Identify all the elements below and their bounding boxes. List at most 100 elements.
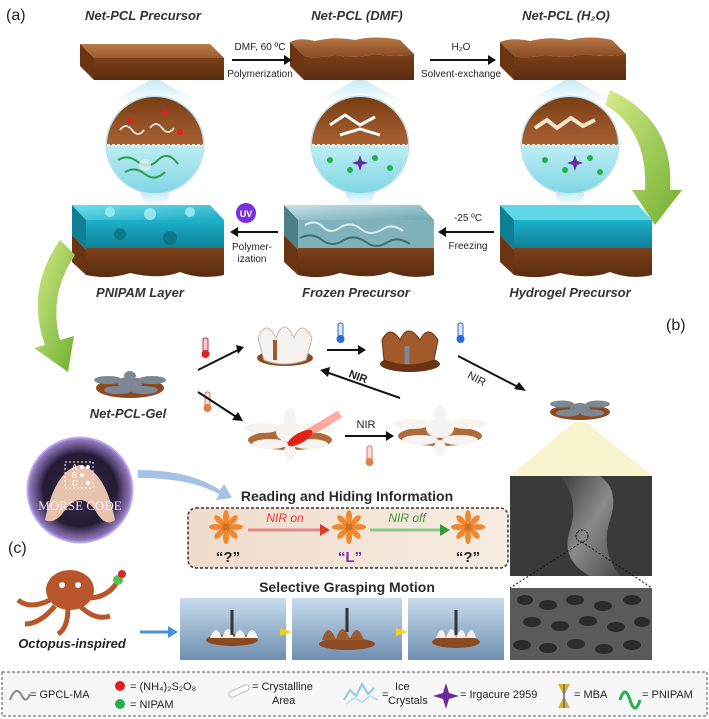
thermometer-warm-2-icon xyxy=(365,445,374,466)
nir-on-label: NIR on xyxy=(266,511,304,525)
arrow-nir-flat xyxy=(345,431,394,441)
arrow-nir-off xyxy=(370,524,450,536)
title-net-pcl-precursor: Net-PCL Precursor xyxy=(85,8,202,23)
crystalline-icon xyxy=(228,684,250,698)
legend-gpcl-ma: = GPCL-MA xyxy=(30,689,90,701)
legend-initiator: = (NH₄)₂S₂O₈ xyxy=(130,681,196,693)
pnipam-layer-block xyxy=(72,205,224,278)
arrow-to-nir xyxy=(197,391,243,421)
arrow-uv-polymerization xyxy=(230,227,278,237)
grasp-title: Selective Grasping Motion xyxy=(259,579,435,595)
sem-image-top xyxy=(510,476,652,576)
panel-label-a: (a) xyxy=(6,7,26,24)
zoom-beam-5 xyxy=(345,193,375,205)
arrow3-bottom-label: Freezing xyxy=(449,241,488,252)
legend-ice: Ice xyxy=(395,681,410,693)
thermometer-warm-icon xyxy=(203,391,212,412)
ice-icon xyxy=(343,681,379,705)
arrow1-bottom-label: Polymerization xyxy=(227,69,293,80)
grasp-frame-2 xyxy=(292,598,402,660)
closed-flower-2 xyxy=(380,330,440,372)
morse-code-image: A B C MORSE CODE xyxy=(26,436,134,544)
title-frozen-precursor: Frozen Precursor xyxy=(302,285,411,300)
closed-flower-1 xyxy=(257,326,313,366)
uv-label: UV xyxy=(240,209,253,219)
precursor-block xyxy=(80,44,224,80)
arrow-solvent-exchange xyxy=(430,55,496,65)
legend-crystalline-area: Area xyxy=(272,695,296,707)
arrow4-label-line2: ization xyxy=(238,254,267,265)
reading-title: Reading and Hiding Information xyxy=(241,488,453,504)
legend-nipam: = NIPAM xyxy=(130,699,174,711)
legend-pnipam: = PNIPAM xyxy=(642,689,693,701)
grasp-arrow-2 xyxy=(396,628,408,636)
legend-mba: = MBA xyxy=(574,689,608,701)
zoom-beam-6 xyxy=(555,193,585,205)
nir-label-right: NIR xyxy=(465,370,487,390)
arrow-cool xyxy=(327,345,366,355)
h2o-block xyxy=(500,37,626,80)
final-flower xyxy=(550,400,610,420)
morse-b: B xyxy=(72,471,77,480)
magnifier-h2o xyxy=(520,95,620,195)
arrow2-top-label: H₂O xyxy=(452,42,471,53)
grasp-frame-3 xyxy=(408,598,504,660)
zoom-beam-4 xyxy=(140,193,170,205)
arrow-nir-return xyxy=(320,367,401,399)
arrow-nir-to-final xyxy=(457,355,526,391)
zoom-beam-3 xyxy=(530,80,610,100)
sem-image-bottom xyxy=(510,588,652,660)
magnifier-precursor xyxy=(105,95,205,195)
thermometer-cold-2-icon xyxy=(456,322,465,343)
irgacure-icon xyxy=(433,683,459,709)
legend-crystalline: = Crystalline xyxy=(252,681,313,693)
title-hydrogel-precursor: Hydrogel Precursor xyxy=(509,285,631,300)
grasp-arrow-1 xyxy=(280,628,292,636)
legend-irgacure: = Irgacure 2959 xyxy=(460,689,537,701)
morse-caption: MORSE CODE xyxy=(38,498,121,513)
octopus-label: Octopus-inspired xyxy=(18,636,127,651)
nir-label-return: NIR xyxy=(347,368,369,386)
thermometer-cold-1-icon xyxy=(336,322,345,343)
uv-badge: UV xyxy=(236,203,256,223)
hydrogel-precursor-block xyxy=(500,205,652,278)
legend-crystals: Crystals xyxy=(388,695,428,707)
title-net-pcl-dmf: Net-PCL (DMF) xyxy=(311,8,402,23)
arrow-nir-on xyxy=(248,524,330,536)
thermometer-hot-icon xyxy=(201,337,210,358)
reading-l: “L” xyxy=(338,549,362,566)
curved-arrow-right xyxy=(605,90,682,225)
arrow-freezing xyxy=(438,227,494,237)
reading-flower-3 xyxy=(451,510,485,544)
morse-c: C xyxy=(72,479,78,488)
reading-flower-2 xyxy=(332,510,366,544)
flat-flower-white xyxy=(394,404,486,456)
nipam-icon xyxy=(115,699,125,709)
mba-icon xyxy=(558,684,570,708)
gpcl-ma-icon xyxy=(9,689,31,701)
legend-ice-eq: = xyxy=(382,689,388,701)
reading-q2: “?” xyxy=(456,549,480,566)
morse-a: A xyxy=(72,463,78,472)
arrow-dmf-polymerization xyxy=(232,55,292,65)
arrow-morse-to-reading xyxy=(138,470,232,500)
dmf-block xyxy=(290,37,414,80)
flat-flower-nir xyxy=(244,408,343,460)
grasp-frame-1 xyxy=(180,598,286,660)
curved-arrow-left xyxy=(34,240,75,372)
octopus-image xyxy=(16,570,126,637)
net-pcl-gel-flower xyxy=(94,371,166,398)
zoom-beam-2 xyxy=(320,80,400,100)
panel-label-c: (c) xyxy=(8,540,27,557)
zoom-beam-1 xyxy=(115,80,195,100)
panel-label-b: (b) xyxy=(666,317,686,334)
arrow4-label-line1: Polymer- xyxy=(232,242,272,253)
nir-off-label: NIR off xyxy=(388,511,427,525)
title-net-pcl-h2o: Net-PCL (H₂O) xyxy=(522,8,610,23)
sem-zoom-cone xyxy=(510,422,652,476)
reading-q1: “?” xyxy=(216,549,240,566)
arrow-octopus-to-grasp xyxy=(140,626,178,638)
arrow1-top-label: DMF, 60 ºC xyxy=(235,42,286,53)
